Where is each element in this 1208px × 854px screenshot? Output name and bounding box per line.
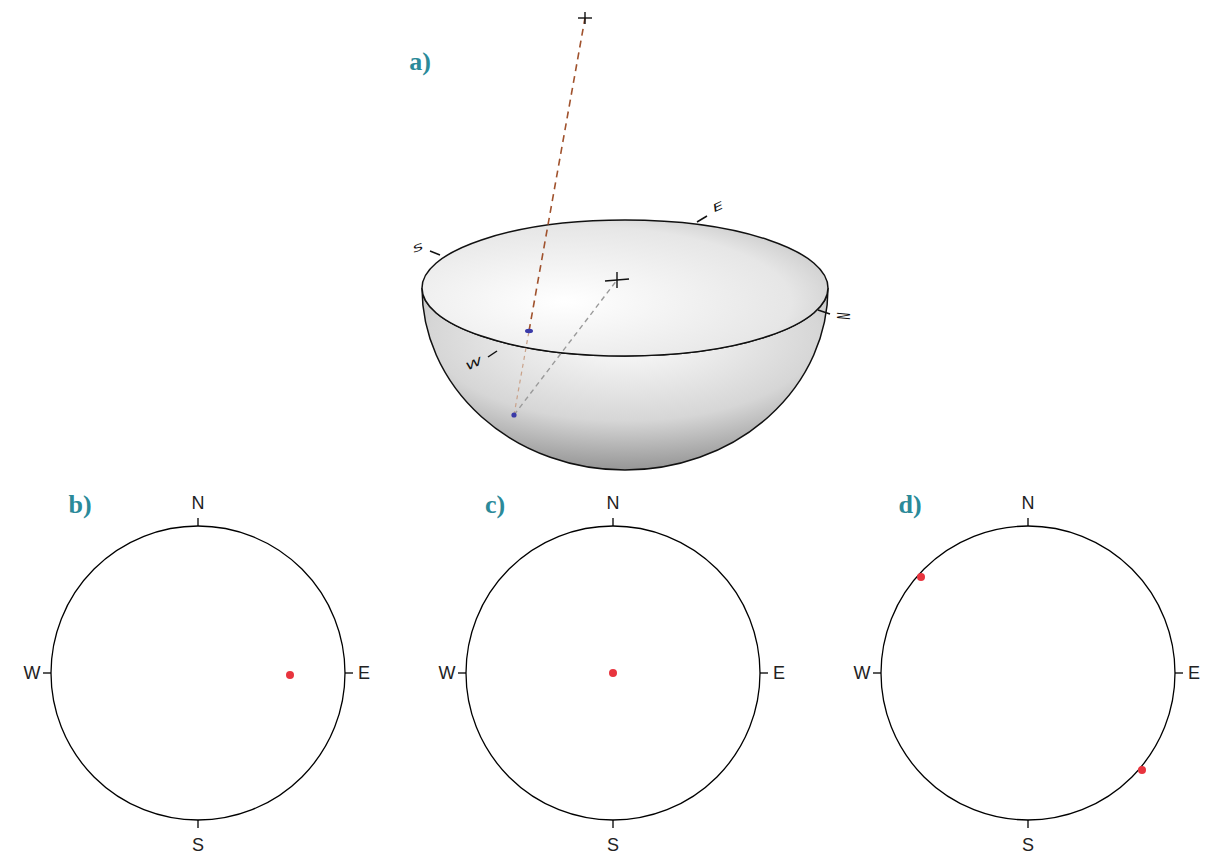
compass-label: S bbox=[1022, 836, 1034, 854]
pierce-point bbox=[525, 329, 533, 333]
hemisphere-direction: S bbox=[411, 242, 424, 254]
line-below bbox=[514, 331, 529, 415]
panel-label: a) bbox=[409, 49, 431, 75]
compass-label: E bbox=[1188, 664, 1200, 682]
cross-marks bbox=[578, 12, 629, 288]
line-above bbox=[529, 18, 585, 331]
compass-label: W bbox=[854, 664, 871, 682]
compass-label: W bbox=[439, 664, 456, 682]
compass-label: N bbox=[192, 494, 205, 512]
compass-label: N bbox=[607, 494, 620, 512]
stereonet-ticks bbox=[43, 518, 1183, 828]
compass-label: S bbox=[192, 836, 204, 854]
compass-label: E bbox=[773, 664, 785, 682]
compass-label: E bbox=[358, 664, 370, 682]
rim-ticks bbox=[430, 216, 830, 357]
hemisphere-direction: N bbox=[834, 313, 851, 320]
panel-label: b) bbox=[68, 492, 91, 518]
compass-label: N bbox=[1022, 494, 1035, 512]
projection-line bbox=[514, 280, 617, 415]
panel-label: c) bbox=[485, 492, 505, 518]
hemisphere-rim bbox=[422, 220, 828, 356]
hemisphere-direction: E bbox=[711, 200, 725, 214]
panel-label: d) bbox=[898, 492, 921, 518]
pierce-point bbox=[511, 412, 516, 417]
projected-points bbox=[286, 573, 1146, 774]
stereonet-circles bbox=[51, 526, 1175, 820]
compass-label: S bbox=[607, 836, 619, 854]
compass-label: W bbox=[24, 664, 41, 682]
